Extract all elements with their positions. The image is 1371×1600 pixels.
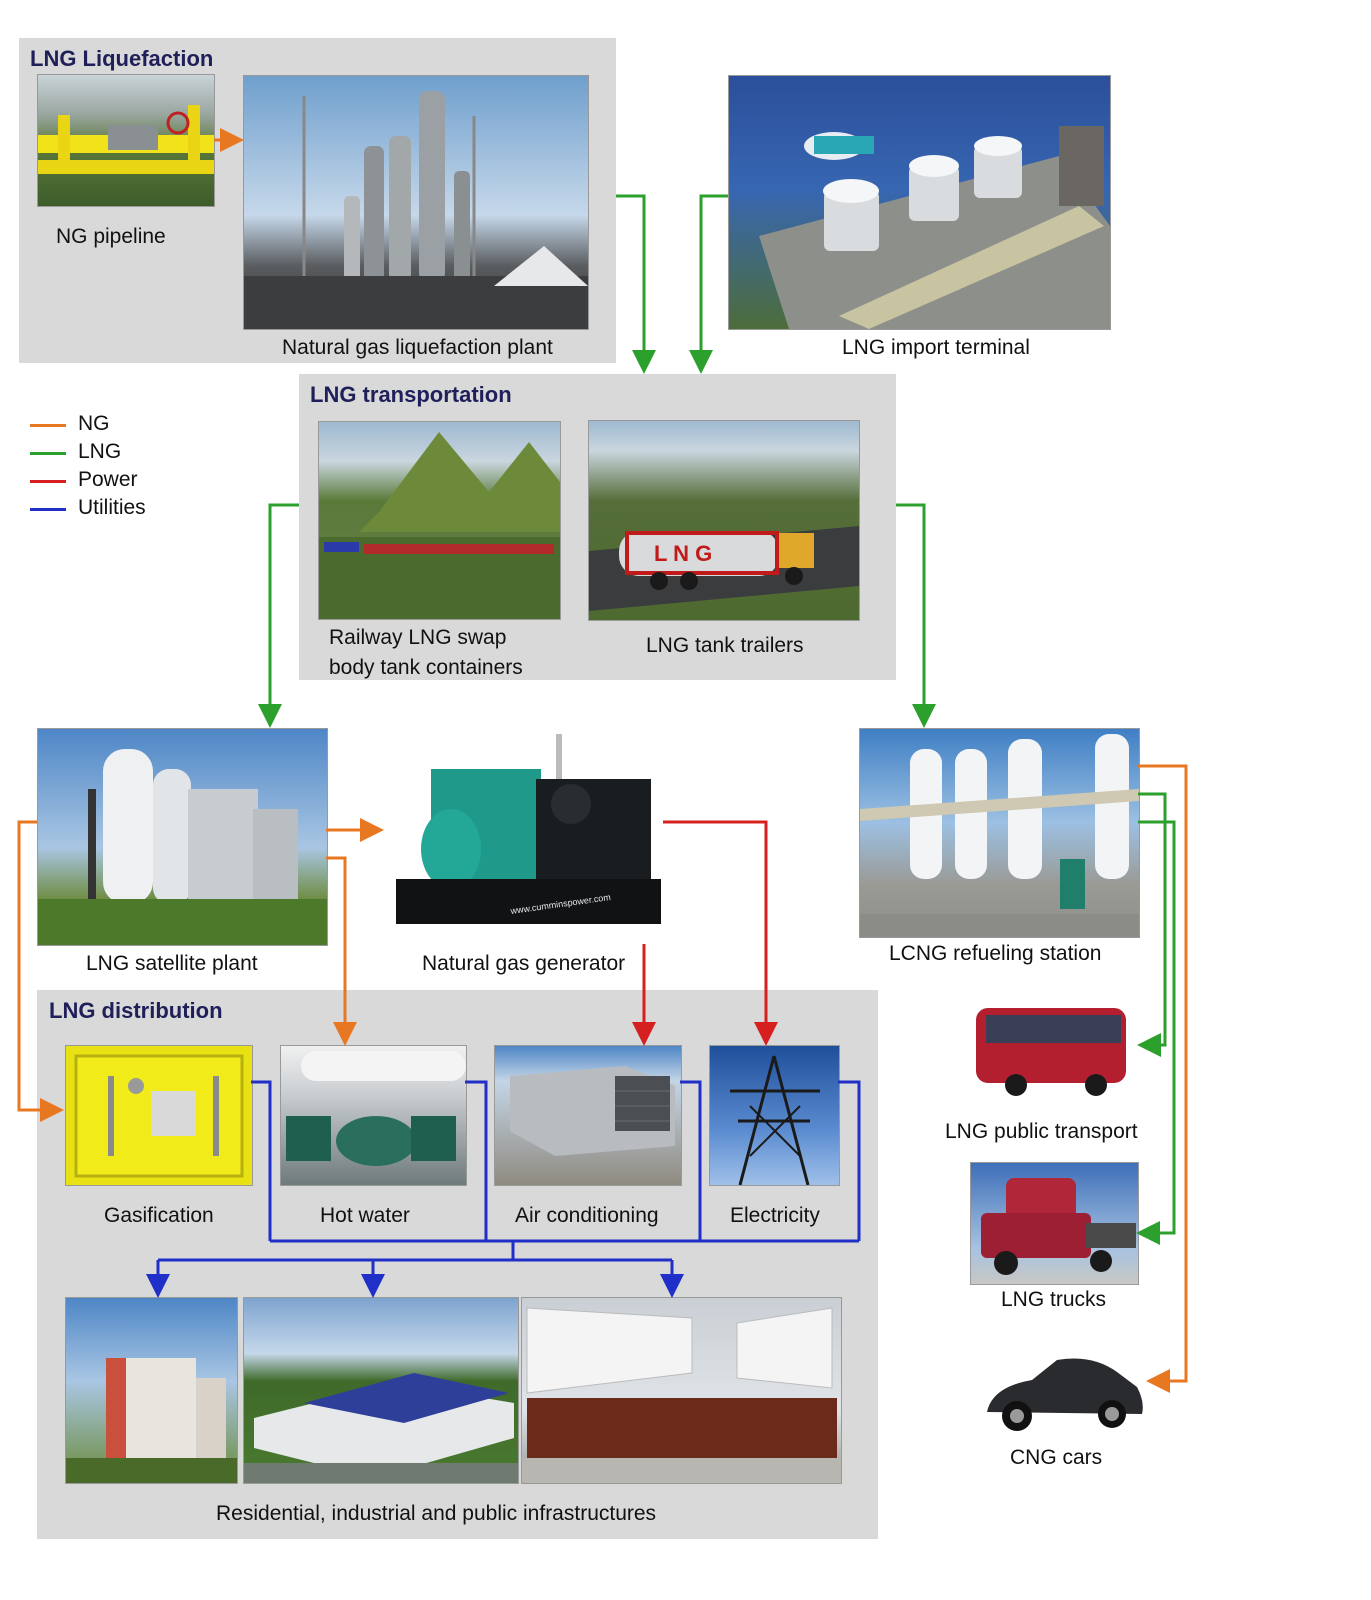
lng-plant-to-transport [616,194,656,374]
generator-image: www.cumminspower.com [385,728,663,942]
lng-transport-to-satellite [258,503,299,728]
hot-water-image [280,1045,467,1186]
railway-drawing [319,432,560,619]
legend-label-ng: NG [78,412,110,435]
air-conditioning-caption: Air conditioning [515,1204,659,1227]
bus-drawing [976,1008,1126,1096]
railway-caption-line1: Railway LNG swap [329,626,507,649]
import-terminal-caption: LNG import terminal [842,336,1030,359]
public-transport-image [970,992,1142,1099]
public-building-drawing [522,1307,841,1483]
lng-station-to-bus [1137,792,1167,1057]
residential-image [65,1297,238,1484]
legend-swatch-utilities [30,508,66,511]
railway-caption-line2: body tank containers [329,656,523,679]
trailer-drawing: L N G [589,526,859,611]
trucks-image [970,1162,1139,1285]
satellite-drawing [38,749,327,945]
residential-drawing [66,1358,237,1483]
satellite-plant-image [37,728,328,946]
generator-caption: Natural gas generator [422,952,626,975]
terminal-drawing [759,126,1110,329]
pipeline-drawing [38,105,214,174]
air-conditioning-image [494,1045,682,1186]
legend-label-lng: LNG [78,440,122,463]
railway-caption: Railway LNG swap body tank containers [329,623,523,683]
ng-pipeline-caption: NG pipeline [56,225,166,248]
hot-water-caption: Hot water [320,1204,410,1227]
gasification-image [65,1045,253,1186]
station-drawing [860,734,1139,937]
ng-station-to-cars [1138,764,1188,1393]
gasification-drawing [74,1054,244,1178]
legend-label-utilities: Utilities [78,496,146,519]
infrastructures-caption: Residential, industrial and public infra… [216,1502,657,1525]
transportation-title: LNG transportation [310,382,512,407]
liquefaction-plant-image [243,75,589,330]
refueling-station-image [859,728,1140,938]
lng-station-to-trucks [1136,820,1176,1245]
liquefaction-plant-caption: Natural gas liquefaction plant [282,336,553,359]
public-transport-caption: LNG public transport [945,1120,1138,1143]
refueling-station-caption: LCNG refueling station [889,942,1102,965]
satellite-plant-caption: LNG satellite plant [86,952,258,975]
railway-image [318,421,561,620]
distribution-title: LNG distribution [49,998,223,1023]
industrial-image [243,1297,519,1484]
legend-swatch-ng [30,424,66,427]
public-building-image [521,1297,842,1484]
industrial-drawing [244,1373,518,1483]
import-terminal-image [728,75,1111,330]
truck-drawing [981,1178,1136,1275]
legend-swatch-power [30,480,66,483]
trucks-caption: LNG trucks [1001,1288,1107,1311]
legend-label-power: Power [78,468,138,491]
lng-terminal-to-transport [689,194,728,374]
ac-drawing [510,1066,675,1156]
plant-drawing [244,91,588,329]
boiler-drawing [286,1051,466,1166]
gasification-caption: Gasification [104,1204,214,1227]
cng-cars-caption: CNG cars [1010,1446,1103,1469]
tank-trailers-image: L N G [588,420,860,621]
tank-trailers-caption: LNG tank trailers [646,634,804,657]
pylon-drawing [730,1055,820,1185]
car-drawing [987,1358,1143,1431]
lng-transport-to-station [896,503,936,728]
liquefaction-title: LNG Liquefaction [30,46,214,71]
cng-cars-image [976,1341,1148,1443]
electricity-image [709,1045,840,1186]
legend-swatch-lng [30,452,66,455]
tank-lng-marking: L N G [654,541,712,566]
electricity-caption: Electricity [730,1204,820,1227]
generator-drawing: www.cumminspower.com [396,734,661,924]
ng-pipeline-image [37,74,215,207]
